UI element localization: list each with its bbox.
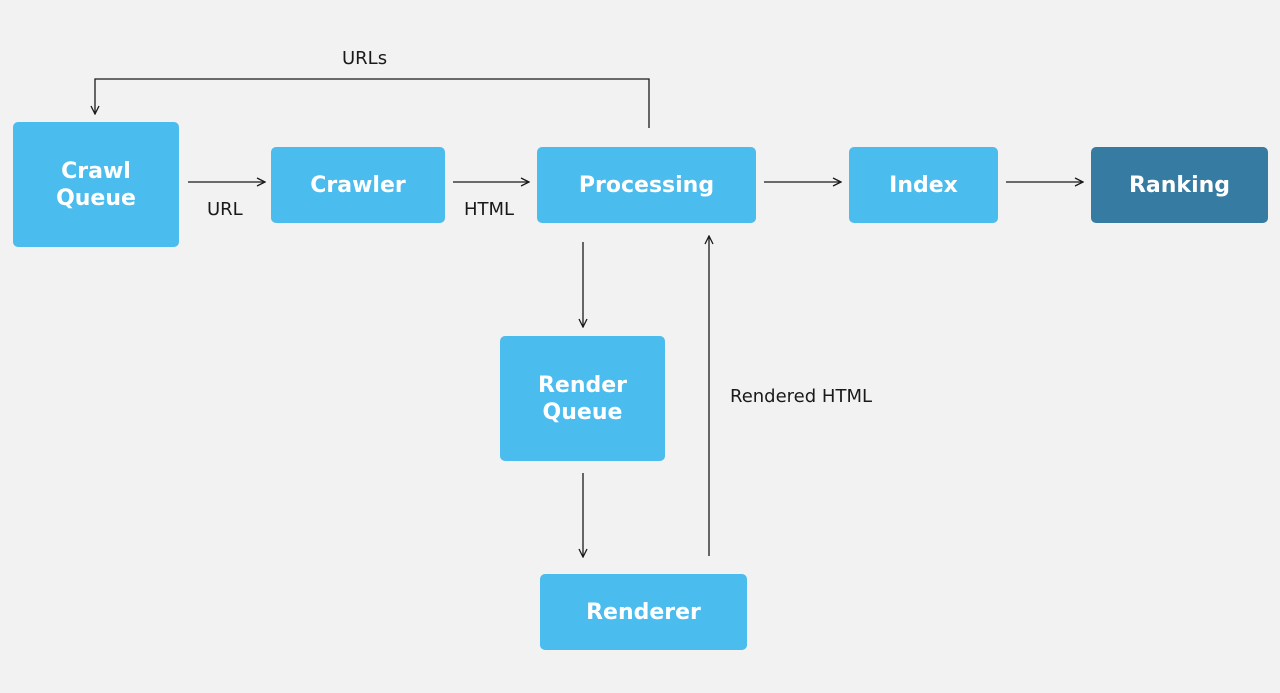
- urls-feedback-arrow: [95, 78, 650, 128]
- rendered-html-label: Rendered HTML: [730, 386, 872, 407]
- crawl-queue-node: Crawl Queue: [13, 122, 179, 247]
- url-label: URL: [207, 199, 243, 220]
- render-queue-node: Render Queue: [500, 336, 665, 461]
- crawler-node: Crawler: [271, 147, 445, 223]
- index-node: Index: [849, 147, 998, 223]
- html-label: HTML: [464, 199, 515, 220]
- processing-node: Processing: [537, 147, 756, 223]
- urls-label: URLs: [342, 48, 388, 69]
- ranking-node: Ranking: [1091, 147, 1268, 223]
- renderer-node: Renderer: [540, 574, 747, 650]
